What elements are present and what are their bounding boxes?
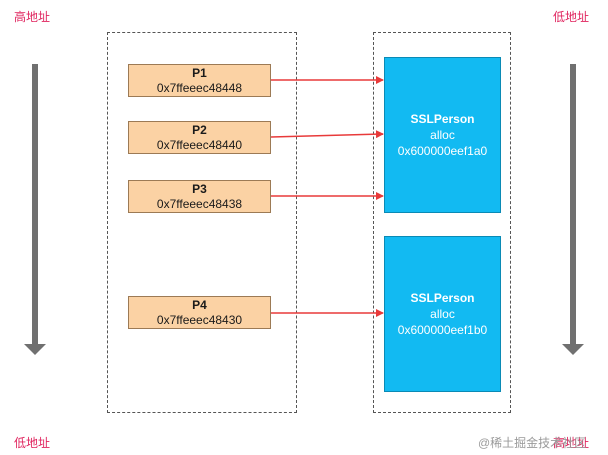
heap-region [373,32,511,413]
object-class-name: SSLPerson [410,112,475,126]
object-method: alloc [430,307,455,321]
pointer-address: 0x7ffeeec48448 [156,81,243,95]
pointer-name: P2 [192,123,207,137]
pointer-arrow-p2 [270,130,384,139]
high-address-label-bottom-right: 高地址 [553,436,590,450]
low-address-label-bottom-left: 低地址 [14,436,51,450]
pointer-name: P4 [192,298,207,312]
watermark-text: @稀土掘金技术社区 [478,436,587,450]
object-class-name: SSLPerson [410,291,475,305]
pointer-box-p1: P1 0x7ffeeec48448 [128,64,271,97]
high-address-label-top-left: 高地址 [14,10,51,24]
pointer-address: 0x7ffeeec48438 [156,197,243,211]
pointer-name: P1 [192,66,207,80]
left-down-gray-arrow [24,64,46,355]
pointer-box-p4: P4 0x7ffeeec48430 [128,296,271,329]
object-address: 0x600000eef1a0 [397,144,488,158]
pointer-name: P3 [192,182,207,196]
object-address: 0x600000eef1b0 [397,323,488,337]
low-address-label-top-right: 低地址 [553,10,590,24]
right-down-gray-arrow [562,64,584,355]
pointer-box-p2: P2 0x7ffeeec48440 [128,121,271,154]
pointer-address: 0x7ffeeec48440 [156,138,243,152]
pointer-box-p3: P3 0x7ffeeec48438 [128,180,271,213]
object-box-2: SSLPerson alloc 0x600000eef1b0 [384,236,501,392]
object-method: alloc [430,128,455,142]
pointer-address: 0x7ffeeec48430 [156,313,243,327]
object-box-1: SSLPerson alloc 0x600000eef1a0 [384,57,501,213]
stack-region [107,32,297,413]
